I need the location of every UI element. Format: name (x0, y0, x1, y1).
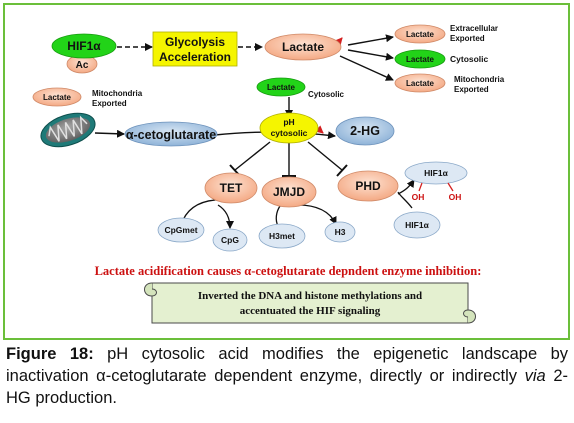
cpgmet-label: CpGmet (164, 225, 197, 235)
tet-label: TET (220, 181, 243, 195)
lactate-extra-label: Lactate (406, 30, 435, 39)
extracellular-label-1: Extracellular (450, 24, 498, 33)
jmjd-h3met-link (275, 205, 281, 227)
caption-via: via (524, 367, 546, 385)
scroll-banner: Inverted the DNA and histone methylation… (144, 282, 476, 324)
h3-label: H3 (335, 227, 346, 237)
lactate-main-label: Lactate (282, 40, 324, 54)
ac-label: Ac (76, 60, 89, 71)
mitochondrion-icon (40, 112, 96, 148)
phd-node: PHD (337, 170, 399, 202)
phd-hifoh-arrow (397, 179, 415, 195)
lactate-main-node: Lactate (264, 33, 342, 61)
caption-text-before: pH cytosolic acid modifies the epigeneti… (6, 345, 568, 385)
figure-caption: Figure 18: pH cytosolic acid modifies th… (6, 343, 568, 409)
jmjd-label: JMJD (273, 185, 305, 199)
hif-oh-label: HIF1α (424, 168, 448, 178)
mitochondria-right-label-2: Exported (454, 85, 489, 94)
lactate-center-label: Lactate (267, 83, 296, 92)
tet-node: TET (204, 172, 258, 204)
2hg-label: 2-HG (350, 124, 380, 138)
arrow-lactate-cytosolic (347, 49, 394, 61)
akg-label: α-cetoglutarate (126, 128, 216, 142)
lactate-center-node: Lactate Cytosolic (256, 77, 345, 99)
h3-node: H3 (324, 221, 356, 243)
lactate-left-label: Lactate (43, 93, 72, 102)
ph-label-2: cytosolic (271, 128, 308, 138)
mitochondria-right-label-1: Mitochondria (454, 75, 505, 84)
caption-text-after: 2-HG production. (6, 367, 568, 407)
phd-hif-link (397, 191, 413, 209)
tet-cpg-arrow (217, 204, 234, 229)
ph-cytosolic-node: pH cytosolic (259, 112, 319, 144)
jmjd-h3-arrow (297, 204, 337, 225)
lactate-mito-right-label: Lactate (406, 79, 435, 88)
scroll-text-2: accentuated the HIF signaling (240, 305, 381, 317)
glycolysis-label-2: Acceleration (159, 50, 231, 64)
lactate-mitochondria-right-node: Lactate Mitochondria Exported (394, 73, 505, 94)
hif-oh-node: HIF1α OH OH (404, 161, 468, 202)
akg-node: α-cetoglutarate (124, 121, 218, 147)
cytosolic-right-label: Cytosolic (450, 54, 489, 64)
phd-label: PHD (355, 179, 381, 193)
lactate-cytosolic-right-node: Lactate Cytosolic (394, 49, 489, 69)
lactate-left-node: Lactate Mitochondria Exported (32, 87, 143, 108)
hif-bottom-label: HIF1α (405, 220, 429, 230)
ph-label-1: pH (283, 117, 294, 127)
inhibition-statement: Lactate acidification causes α-cetogluta… (95, 264, 482, 278)
hif1a-node: Ac HIF1α (51, 33, 117, 74)
mitochondria-left-label-2: Exported (92, 99, 127, 108)
arrow-mito-akg (94, 129, 125, 138)
glycolysis-label-1: Glycolysis (165, 35, 225, 49)
scroll-text-1: Inverted the DNA and histone methylation… (198, 290, 422, 302)
hif1a-label: HIF1α (67, 39, 101, 53)
hif-bottom-node: HIF1α (393, 211, 441, 239)
inhibit-phd (307, 141, 343, 171)
arrow-lactate-extracellular (347, 34, 394, 46)
inhibit-phd-bar (336, 164, 348, 177)
jmjd-node: JMJD (261, 176, 317, 208)
inhibit-tet (234, 141, 271, 171)
2hg-node: 2-HG (335, 116, 395, 146)
cpg-label: CpG (221, 235, 239, 245)
cpg-node: CpG (212, 228, 248, 252)
cytosolic-center-label: Cytosolic (308, 90, 345, 99)
cpgmet-node: CpGmet (157, 217, 205, 243)
oh-label-2: OH (449, 192, 462, 202)
lactate-cyto-right-label: Lactate (406, 55, 435, 64)
oh-label-1: OH (412, 192, 425, 202)
arrow-lactate-mitochondria (339, 55, 394, 81)
glycolysis-box: Glycolysis Acceleration (152, 31, 238, 67)
diagram-canvas: Ac HIF1α Glycolysis Acceleration Lactate… (32, 24, 505, 324)
mitochondria-left-label-1: Mitochondria (92, 89, 143, 98)
h3met-label: H3met (269, 231, 295, 241)
caption-label: Figure 18: (6, 345, 94, 363)
extracellular-label-2: Exported (450, 34, 485, 43)
lactate-extracellular-node: Lactate Extracellular Exported (394, 24, 498, 44)
h3met-node: H3met (258, 223, 306, 249)
